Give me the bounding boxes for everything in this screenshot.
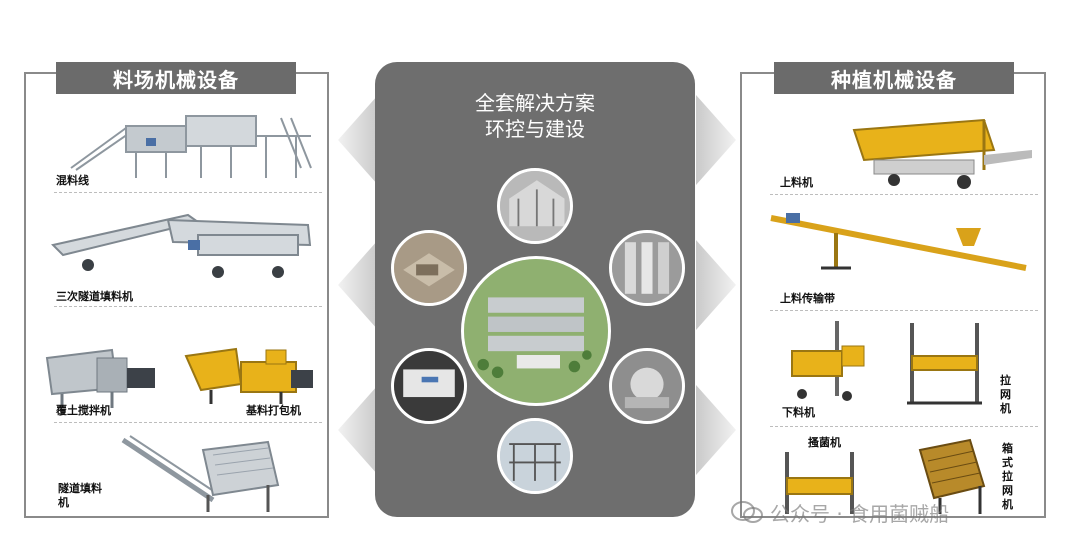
watermark-text: 公众号 · 食用菌贼船 [770,501,950,526]
cultivation-machinery-title: 种植机械设备 [774,62,1014,94]
divider [54,192,322,193]
arrow-shape [338,95,378,185]
substrate-baler-image [184,347,313,404]
unloader-label: 下料机 [782,406,815,419]
complete-solution-panel: 全套解决方案 环控与建设 [375,62,695,517]
arrow-shape [338,385,378,475]
net-puller-image [907,323,982,405]
arrow-shape [696,240,736,330]
substrate-baler-label: 基料打包机 [246,404,301,417]
steel-frame-photo [497,418,573,494]
wechat-icon [731,501,763,523]
arrow-shape [696,385,736,475]
scratcher-image [785,452,854,514]
loading-conveyor-image [770,213,1027,271]
hvac-duct-photo [609,230,685,306]
yard-machinery-panel: 料场机械设备 混料线 [24,62,329,518]
right-arrows [696,95,736,475]
scratcher-label: 搔菌机 [808,436,841,449]
divider [770,310,1038,311]
solution-title-line2: 环控与建设 [485,117,585,141]
tertiary-tunnel-filler-label: 三次隧道填料机 [56,290,133,303]
divider [770,194,1038,195]
casing-mixer-image [45,348,155,408]
watermark: 公众号 · 食用菌贼船 [730,498,949,526]
aerial-facility-photo [461,256,611,406]
control-unit-photo [391,348,467,424]
loader-label: 上料机 [780,176,813,189]
divider [54,306,322,307]
divider [54,422,322,423]
facility-render-photo [391,230,467,306]
left-arrows [338,95,378,475]
net-puller-label: 拉网机 [1000,374,1011,415]
tertiary-tunnel-filler-image [51,213,312,278]
divider [770,426,1038,427]
box-net-puller-label: 箱式拉网机 [1002,442,1013,511]
arrow-shape [338,240,378,330]
unloader-image [791,321,865,401]
box-net-puller-image [918,438,986,514]
arrow-shape [696,95,736,185]
chiller-equipment-photo [609,348,685,424]
loader-image [852,118,1032,189]
loading-conveyor-label: 上料传输带 [780,292,835,305]
solution-title: 全套解决方案 环控与建设 [375,90,695,142]
cultivation-machinery-panel: 种植机械设备 上料机 上料传输带 下料机 [740,62,1046,518]
ceiling-structure-photo [497,168,573,244]
tunnel-filler-label: 隧道填料机 [58,482,102,509]
casing-mixer-label: 覆土搅拌机 [56,404,111,417]
solution-title-line1: 全套解决方案 [475,91,595,115]
mixing-line-label: 混料线 [56,174,89,187]
mixing-line-image [70,115,312,178]
yard-machinery-title: 料场机械设备 [56,62,296,94]
tunnel-filler-image [121,435,280,512]
